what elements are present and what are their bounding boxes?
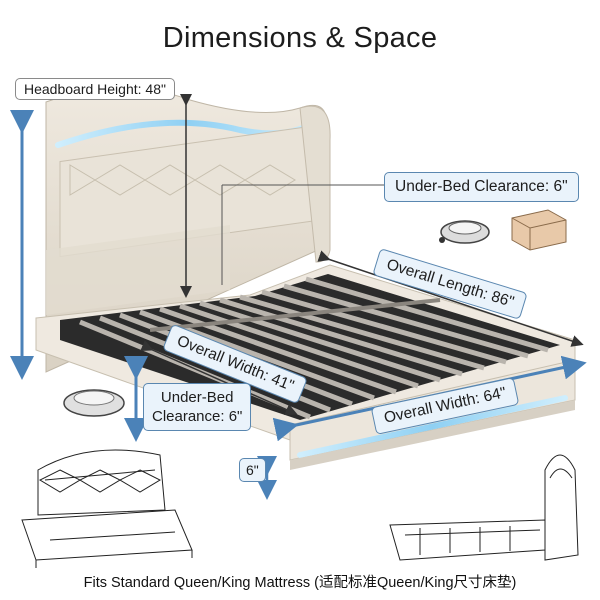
under-bed-clearance-side-line2: Clearance: 6" bbox=[152, 408, 243, 425]
under-bed-clearance-label: Under-Bed Clearance: 6" bbox=[384, 172, 579, 202]
clearance-small-label: 6" bbox=[239, 458, 266, 482]
overall-length-arrow bbox=[317, 250, 584, 347]
footer-caption: Fits Standard Queen/King Mattress (适配标准Q… bbox=[83, 575, 517, 591]
overall-width-inner-arrow bbox=[140, 340, 298, 416]
under-bed-clearance-side-line1: Under-Bed bbox=[160, 389, 234, 406]
page-title: Dimensions & Space bbox=[162, 22, 438, 54]
front-view-sketch bbox=[21, 449, 193, 568]
robot-vacuum-icon bbox=[63, 389, 125, 417]
under-bed-clearance-side-label: Under-Bed Clearance: 6" bbox=[143, 383, 252, 431]
robot-vacuum-icon bbox=[439, 220, 490, 244]
storage-box-icon bbox=[511, 209, 567, 251]
headboard-height-label: Headboard Height: 48" bbox=[15, 78, 175, 100]
side-view-sketch bbox=[389, 454, 579, 561]
